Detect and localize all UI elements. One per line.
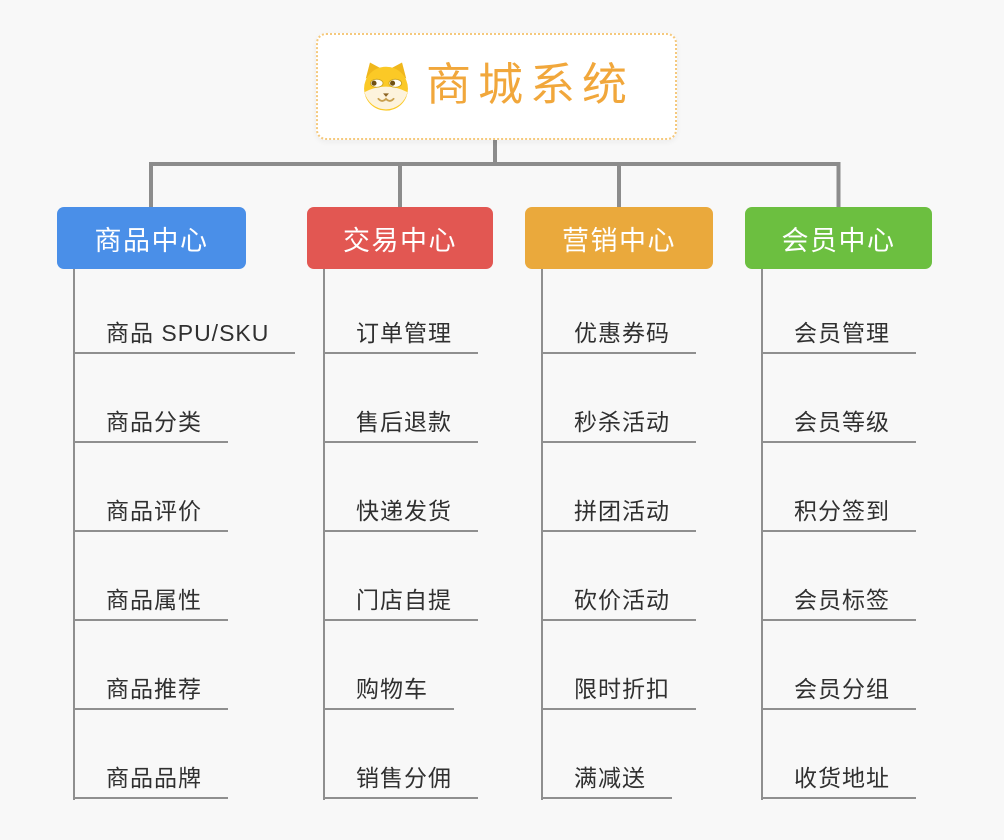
leaf-label: 秒杀活动 xyxy=(574,408,670,435)
leaf-label: 会员等级 xyxy=(794,408,890,435)
leaf-node[interactable]: 砍价活动 xyxy=(541,583,696,621)
leaf-node[interactable]: 商品评价 xyxy=(73,494,228,532)
leaf-label: 积分签到 xyxy=(794,497,890,524)
leaf-label: 商品属性 xyxy=(106,586,202,613)
leaf-label: 优惠券码 xyxy=(574,319,670,346)
branch-node-3[interactable]: 营销中心 xyxy=(525,207,713,269)
leaf-node[interactable]: 会员标签 xyxy=(761,583,916,621)
leaf-label: 销售分佣 xyxy=(356,764,452,791)
leaf-label: 商品分类 xyxy=(106,408,202,435)
leaf-node[interactable]: 商品 SPU/SKU xyxy=(73,316,296,354)
leaf-node[interactable]: 会员分组 xyxy=(761,672,916,710)
leaf-label: 售后退款 xyxy=(356,408,452,435)
leaf-label: 购物车 xyxy=(356,675,428,702)
leaf-node[interactable]: 销售分佣 xyxy=(323,761,478,799)
leaf-node[interactable]: 售后退款 xyxy=(323,405,478,443)
leaf-node[interactable]: 会员等级 xyxy=(761,405,916,443)
leaf-label: 收货地址 xyxy=(794,764,890,791)
branch-children: 会员管理 会员等级 积分签到 会员标签 会员分组 收货地址 xyxy=(761,269,916,800)
leaf-node[interactable]: 快递发货 xyxy=(323,494,478,532)
branch-label: 商品中心 xyxy=(94,225,209,256)
branch-children: 商品 SPU/SKU 商品分类 商品评价 商品属性 商品推荐 商品品牌 xyxy=(73,269,296,800)
leaf-node[interactable]: 秒杀活动 xyxy=(541,405,696,443)
connector-path xyxy=(149,140,841,207)
leaf-label: 限时折扣 xyxy=(574,675,670,702)
leaf-label: 门店自提 xyxy=(356,586,452,613)
branch-children: 优惠券码 秒杀活动 拼团活动 砍价活动 限时折扣 满减送 xyxy=(541,269,696,800)
leaf-label: 快递发货 xyxy=(356,497,452,524)
dog-face-icon xyxy=(364,62,408,111)
leaf-node[interactable]: 满减送 xyxy=(541,761,672,799)
branch-node-1[interactable]: 商品中心 xyxy=(57,207,246,269)
branch-node-4[interactable]: 会员中心 xyxy=(745,207,932,269)
branch-node-2[interactable]: 交易中心 xyxy=(307,207,493,269)
leaf-node[interactable]: 订单管理 xyxy=(323,316,478,354)
leaf-label: 会员标签 xyxy=(794,586,890,613)
leaf-node[interactable]: 限时折扣 xyxy=(541,672,696,710)
root-node[interactable]: 商城系统 xyxy=(316,33,677,140)
leaf-node[interactable]: 商品属性 xyxy=(73,583,228,621)
leaf-node[interactable]: 商品品牌 xyxy=(73,761,228,799)
branch-label: 营销中心 xyxy=(562,225,676,256)
leaf-label: 商品 SPU/SKU xyxy=(106,319,270,346)
leaf-label: 砍价活动 xyxy=(574,586,670,613)
root-title: 商城系统 xyxy=(425,59,634,110)
leaf-node[interactable]: 会员管理 xyxy=(761,316,916,354)
leaf-label: 商品推荐 xyxy=(106,675,202,702)
leaf-label: 会员管理 xyxy=(794,319,890,346)
leaf-node[interactable]: 门店自提 xyxy=(323,583,478,621)
leaf-node[interactable]: 收货地址 xyxy=(761,761,916,799)
leaf-label: 会员分组 xyxy=(794,675,890,702)
leaf-node[interactable]: 优惠券码 xyxy=(541,316,696,354)
leaf-node[interactable]: 商品推荐 xyxy=(73,672,228,710)
leaf-label: 订单管理 xyxy=(356,319,452,346)
leaf-label: 满减送 xyxy=(574,764,646,791)
leaf-node[interactable]: 商品分类 xyxy=(73,405,228,443)
leaf-label: 拼团活动 xyxy=(574,497,670,524)
leaf-label: 商品评价 xyxy=(106,497,202,524)
leaf-node[interactable]: 积分签到 xyxy=(761,494,916,532)
branch-children: 订单管理 售后退款 快递发货 门店自提 购物车 销售分佣 xyxy=(323,269,478,800)
branch-label: 交易中心 xyxy=(343,225,457,256)
leaf-node[interactable]: 拼团活动 xyxy=(541,494,696,532)
branch-label: 会员中心 xyxy=(781,225,896,256)
leaf-node[interactable]: 购物车 xyxy=(323,672,454,710)
leaf-label: 商品品牌 xyxy=(106,764,202,791)
